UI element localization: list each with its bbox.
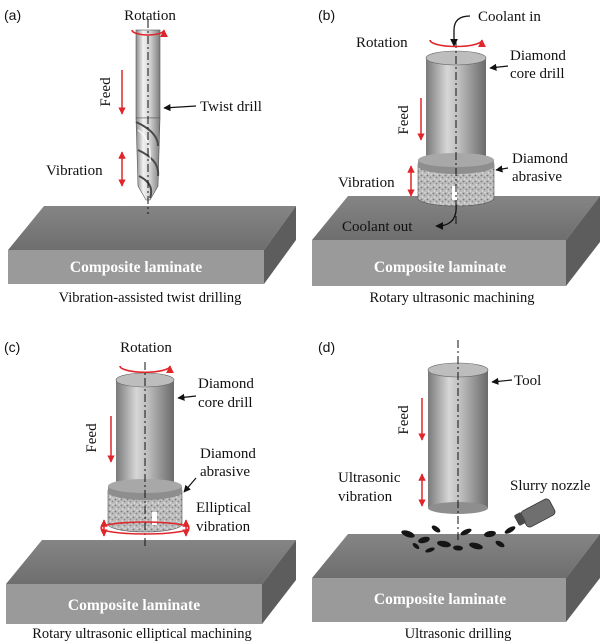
panel-b: (b) Composite laminate Coolant in Rotati…	[312, 7, 600, 306]
vibration-label-c-line2: vibration	[196, 519, 251, 535]
caption-b: Rotary ultrasonic machining	[369, 290, 534, 306]
rotation-label-a: Rotation	[124, 8, 176, 24]
tool-label-c-line2: core drill	[198, 395, 253, 411]
rotation-arrow-icon	[429, 39, 486, 48]
composite-laminate-slab-b: Composite laminate	[312, 196, 600, 286]
composite-laminate-slab-c: Composite laminate	[6, 540, 296, 624]
coolant-out-label: Coolant out	[342, 219, 413, 235]
pointer-arrow-icon	[163, 104, 197, 112]
vibration-label-d-line2: vibration	[338, 489, 393, 505]
panel-d-tag: (d)	[318, 339, 335, 355]
feed-label-a: Feed	[98, 77, 114, 107]
rotation-label-c: Rotation	[120, 340, 172, 356]
panel-d: (d) Composite laminate Tool Feed Ultraso…	[312, 339, 600, 642]
vibration-label-d-line1: Ultrasonic	[338, 470, 401, 486]
tool-label-d: Tool	[514, 373, 541, 389]
coolant-in-label: Coolant in	[478, 9, 541, 25]
panel-a-tag: (a)	[4, 7, 21, 23]
nozzle-label: Slurry nozzle	[510, 478, 591, 494]
vibration-label-c-line1: Elliptical	[196, 500, 251, 516]
pointer-arrow-icon	[177, 393, 197, 401]
feed-label-c: Feed	[84, 423, 100, 453]
slurry-particles	[401, 525, 516, 553]
caption-c: Rotary ultrasonic elliptical machining	[32, 626, 251, 642]
abrasive-label-c-line1: Diamond	[200, 446, 256, 462]
abrasive-label-b-line2: abrasive	[512, 169, 562, 185]
slab-label-b: Composite laminate	[374, 259, 506, 276]
slab-label-c: Composite laminate	[68, 597, 200, 614]
rotation-label-b: Rotation	[356, 35, 408, 51]
abrasive-label-b-line1: Diamond	[512, 151, 568, 167]
abrasive-label-c-line2: abrasive	[200, 464, 250, 480]
coolant-out-arrow-icon	[435, 203, 457, 230]
panel-c: (c) Composite laminate Rotation Diamond …	[4, 339, 296, 642]
pointer-arrow-icon	[495, 165, 509, 173]
tool-label-b-line1: Diamond	[510, 48, 566, 64]
pointer-arrow-icon	[491, 377, 513, 385]
pointer-arrow-icon	[183, 477, 197, 493]
feed-label-d: Feed	[396, 405, 412, 435]
panel-a: (a) Composite laminate Rotation Feed Twi…	[4, 7, 296, 306]
caption-d: Ultrasonic drilling	[405, 626, 512, 642]
composite-laminate-slab-a: Composite laminate	[8, 206, 296, 284]
tool-label-a: Twist drill	[200, 99, 262, 115]
rotation-arrow-icon	[119, 365, 174, 374]
caption-a: Vibration-assisted twist drilling	[59, 290, 242, 306]
vibration-label-a: Vibration	[46, 163, 103, 179]
panel-b-tag: (b)	[318, 7, 335, 23]
vibration-label-b: Vibration	[338, 175, 395, 191]
tool-label-c-line1: Diamond	[198, 376, 254, 392]
pointer-arrow-icon	[489, 63, 509, 71]
slurry-nozzle-icon	[514, 498, 556, 528]
slab-label-d: Composite laminate	[374, 591, 506, 608]
slab-label-a: Composite laminate	[70, 259, 202, 276]
panel-c-tag: (c)	[4, 339, 20, 355]
coolant-in-arrow-icon	[450, 15, 471, 47]
feed-label-b: Feed	[396, 105, 412, 135]
tool-label-b-line2: core drill	[510, 66, 565, 82]
composite-laminate-slab-d: Composite laminate	[312, 534, 600, 622]
rotation-arrow-icon	[131, 29, 168, 38]
